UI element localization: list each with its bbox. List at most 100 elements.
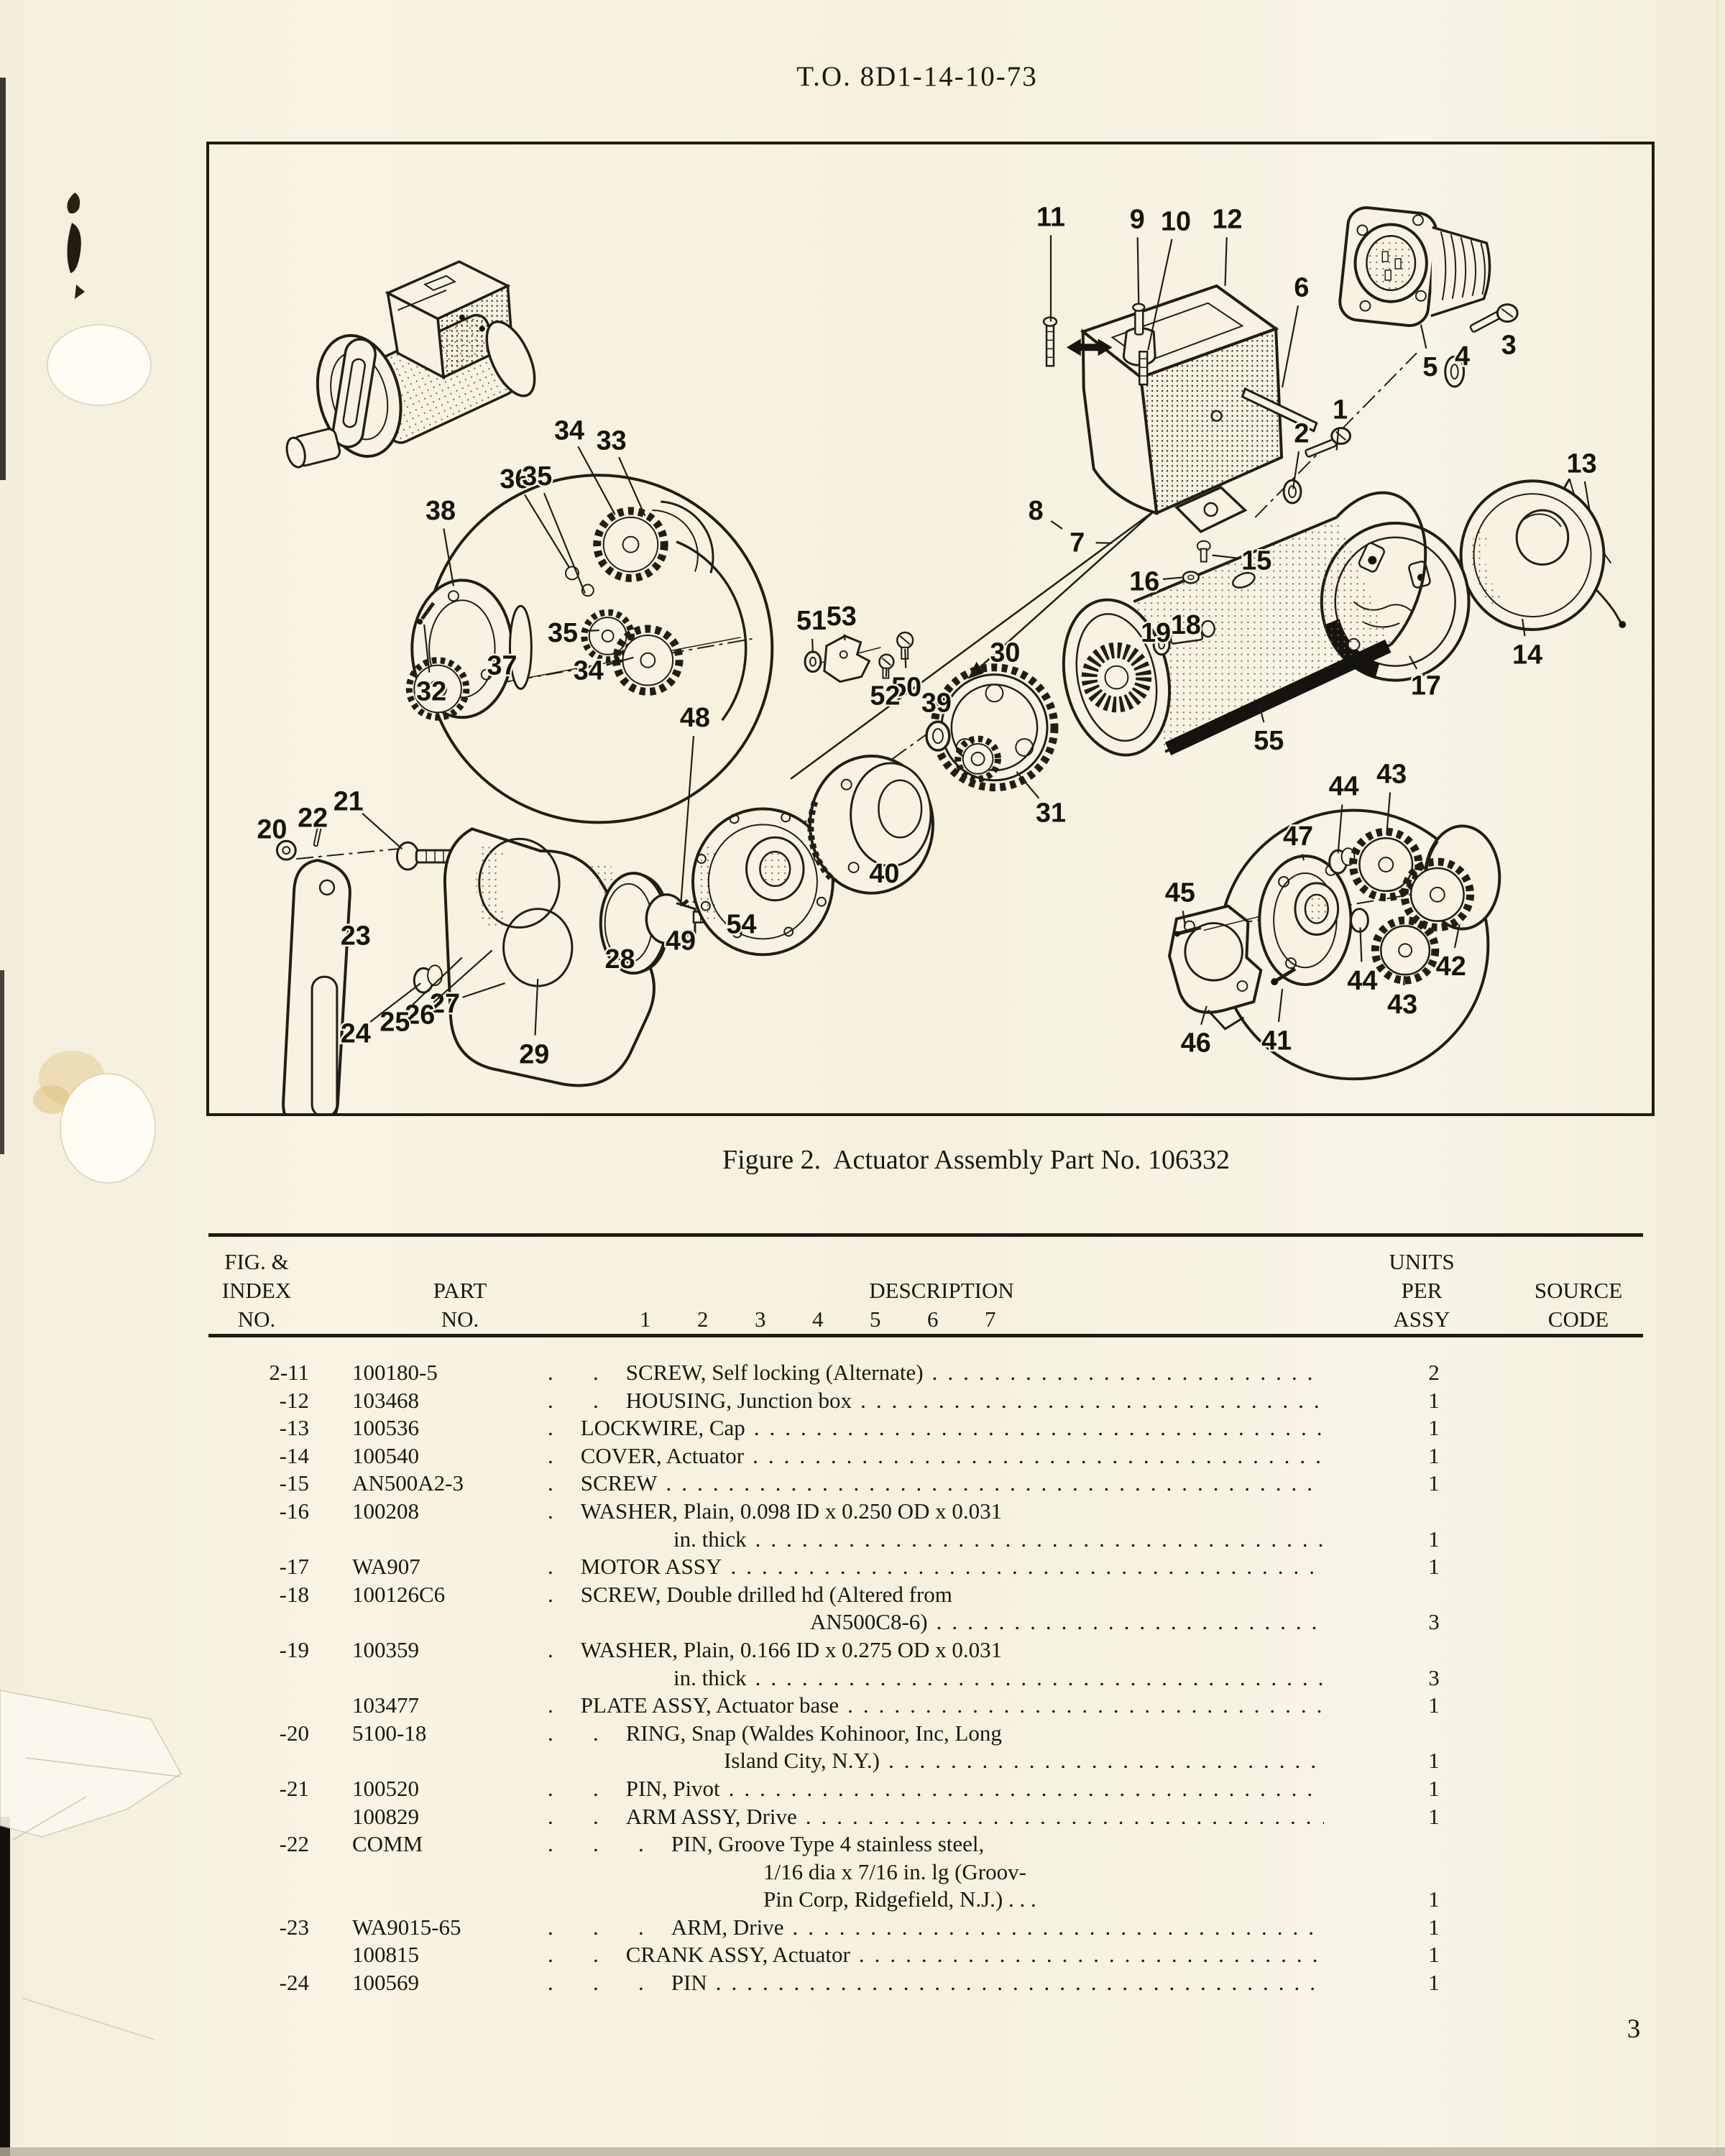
part-no: 100829 bbox=[352, 1803, 419, 1829]
indenture-dots: . . bbox=[548, 1775, 604, 1801]
units-per-assy: 1 bbox=[1428, 1442, 1440, 1468]
indenture-dots: . . . bbox=[548, 1831, 650, 1857]
description-cell: Pin Corp, Ridgefield, N.J.) . . . bbox=[548, 1886, 1333, 1915]
units-per-assy: 3 bbox=[1428, 1664, 1440, 1690]
callout-leader-line bbox=[423, 624, 431, 673]
callout-15: 15 bbox=[1241, 545, 1271, 576]
callout-6: 6 bbox=[1294, 273, 1309, 303]
indenture-dots: . bbox=[548, 1470, 559, 1496]
callout-12: 12 bbox=[1213, 204, 1243, 234]
units-per-assy: 1 bbox=[1428, 1554, 1440, 1580]
part-no: 5100-18 bbox=[352, 1720, 427, 1746]
output-gear-cluster bbox=[1167, 808, 1501, 1081]
description-cell: in. thick...............................… bbox=[548, 1526, 1333, 1554]
callout-27: 27 bbox=[430, 989, 460, 1019]
indenture-number: 6 bbox=[927, 1307, 939, 1332]
indenture-dots: . bbox=[548, 1692, 559, 1718]
col-header-units: UNITS bbox=[1389, 1249, 1455, 1274]
callout-44: 44 bbox=[1347, 966, 1377, 996]
callout-42: 42 bbox=[1436, 952, 1466, 982]
indenture-dots: . . bbox=[548, 1803, 604, 1829]
description-cell: .SCREW..................................… bbox=[548, 1470, 1333, 1498]
callout-leader-line bbox=[1200, 1005, 1208, 1026]
junction-box-housing bbox=[1080, 284, 1284, 533]
description-cell: . .RING, Snap (Waldes Kohinoor, Inc, Lon… bbox=[548, 1720, 1333, 1749]
table-row: 1/16 dia x 7/16 in. lg (Groov- bbox=[208, 1859, 1643, 1887]
part-no: 100815 bbox=[352, 1942, 419, 1968]
callout-24: 24 bbox=[341, 1019, 371, 1049]
callout-leader-line bbox=[1409, 655, 1418, 670]
callout-28: 28 bbox=[605, 944, 635, 975]
callout-19: 19 bbox=[1141, 618, 1171, 648]
figure-caption: Figure 2. Actuator Assembly Part No. 106… bbox=[722, 1145, 1230, 1175]
description-text: PIN, Groove Type 4 stainless steel, bbox=[671, 1831, 985, 1857]
callout-49: 49 bbox=[666, 926, 696, 956]
callout-10: 10 bbox=[1161, 206, 1191, 236]
units-per-assy: 1 bbox=[1428, 1775, 1440, 1801]
callout-29: 29 bbox=[519, 1039, 549, 1069]
description-text: SCREW bbox=[580, 1470, 658, 1496]
description-text: PIN bbox=[671, 1970, 707, 1996]
indenture-dots: . . . bbox=[548, 1914, 650, 1940]
description-text: SCREW, Double drilled hd (Altered from bbox=[580, 1581, 952, 1607]
leader-dots: ........................................… bbox=[755, 1664, 1324, 1690]
description-cell: . . ARM ASSY, Drive......................… bbox=[548, 1804, 1333, 1832]
table-row: 103477 .PLATE ASSY, Actuator base........… bbox=[208, 1692, 1643, 1720]
callout-16: 16 bbox=[1129, 566, 1159, 596]
description-cell: .WASHER, Plain, 0.166 ID x 0.275 OD x 0.… bbox=[548, 1637, 1333, 1665]
callout-leader-line bbox=[1420, 324, 1427, 349]
page-number: 3 bbox=[1627, 2014, 1641, 2044]
leader-dots: ........................................… bbox=[715, 1970, 1324, 1996]
callout-leader-line bbox=[433, 949, 493, 1003]
description-text: COVER, Actuator bbox=[580, 1442, 745, 1468]
callout-35: 35 bbox=[522, 461, 552, 492]
callout-leader-line bbox=[577, 446, 616, 515]
description-cell: . .CRANK ASSY, Actuator.................… bbox=[548, 1942, 1333, 1970]
units-per-assy: 3 bbox=[1428, 1609, 1440, 1635]
indenture-dots: . bbox=[548, 1442, 559, 1468]
callout-leader-line bbox=[1337, 804, 1343, 854]
description-text: ARM ASSY, Drive bbox=[625, 1803, 797, 1829]
description-cell: .PLATE ASSY, Actuator base..............… bbox=[548, 1692, 1333, 1720]
callout-leader-line bbox=[1277, 988, 1284, 1023]
direction-arrow-icon bbox=[1066, 338, 1113, 356]
callout-leader-line bbox=[811, 638, 814, 653]
leader-dots: ........................................… bbox=[805, 1803, 1324, 1829]
leader-dots: ........................................… bbox=[888, 1748, 1324, 1774]
fig-index-no: -14 bbox=[279, 1442, 309, 1468]
description-cell: .SCREW, Double drilled hd (Altered from bbox=[548, 1582, 1333, 1610]
scan-bottom-band bbox=[0, 2147, 1725, 2156]
callout-46: 46 bbox=[1181, 1028, 1211, 1059]
description-text: Pin Corp, Ridgefield, N.J.) . . . bbox=[763, 1886, 1036, 1912]
units-per-assy: 1 bbox=[1428, 1692, 1440, 1718]
arm-crank-group bbox=[275, 754, 934, 1113]
callout-leader-line bbox=[1016, 771, 1040, 799]
description-text: HOUSING, Junction box bbox=[625, 1387, 852, 1413]
description-text: LOCKWIRE, Cap bbox=[580, 1415, 745, 1441]
description-cell: .LOCKWIRE, Cap..........................… bbox=[548, 1415, 1333, 1443]
leader-dots: ........................................… bbox=[936, 1609, 1324, 1635]
callout-leader-line bbox=[618, 456, 646, 517]
indenture-number: 4 bbox=[812, 1307, 824, 1332]
description-cell: .WASHER, Plain, 0.098 ID x 0.250 OD x 0.… bbox=[548, 1498, 1333, 1526]
callout-22: 22 bbox=[298, 803, 328, 833]
callout-39: 39 bbox=[921, 688, 952, 718]
description-text: CRANK ASSY, Actuator bbox=[625, 1942, 850, 1968]
table-rule-bottom bbox=[208, 1334, 1643, 1337]
callout-45: 45 bbox=[1165, 878, 1195, 908]
callout-leader-line bbox=[679, 735, 695, 906]
callout-leader-line bbox=[1335, 428, 1340, 451]
part-no: 103477 bbox=[352, 1692, 419, 1718]
callout-leader-line bbox=[1162, 576, 1183, 581]
description-text: 1/16 dia x 7/16 in. lg (Groov- bbox=[763, 1858, 1026, 1884]
stain bbox=[39, 1051, 105, 1105]
scan-edge-strip bbox=[0, 78, 6, 480]
units-per-assy: 1 bbox=[1428, 1803, 1440, 1829]
fig-index-no: -22 bbox=[279, 1831, 309, 1857]
description-text: Island City, N.Y.) bbox=[724, 1748, 880, 1774]
punch-hole bbox=[47, 324, 152, 406]
